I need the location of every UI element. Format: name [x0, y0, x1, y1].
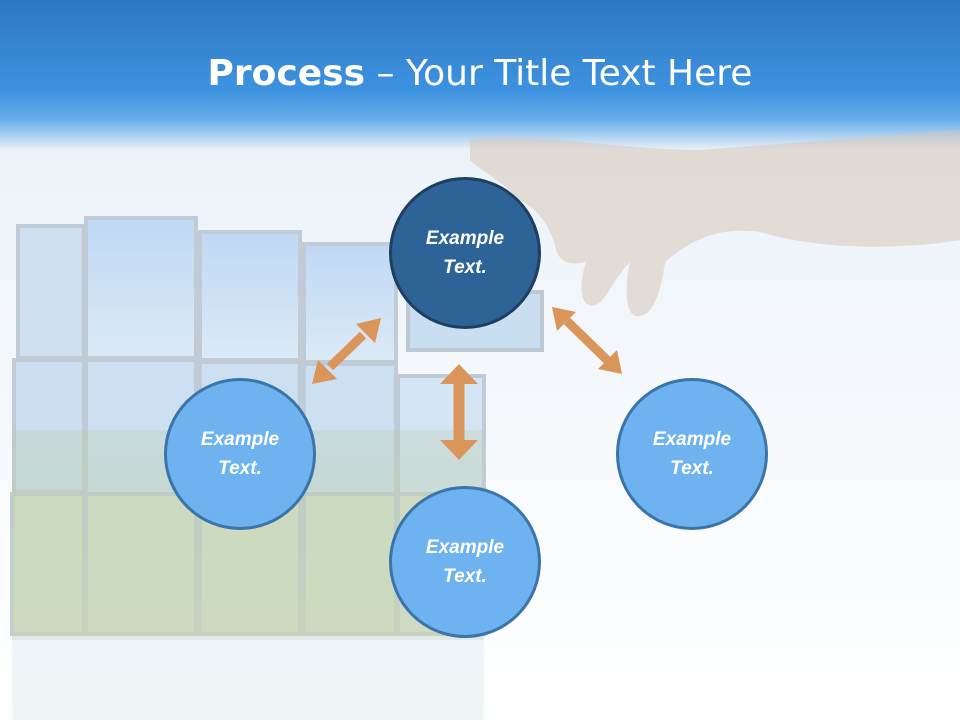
page-title: Process – Your Title Text Here	[0, 50, 960, 98]
process-node-top: Example Text.	[389, 177, 541, 329]
node-label: Example Text.	[425, 228, 505, 278]
node-label: Example Text.	[425, 537, 505, 587]
arrow-vertical	[440, 364, 478, 460]
node-label: Example Text.	[200, 429, 280, 479]
title-rest: – Your Title Text Here	[365, 53, 753, 94]
title-bold: Process	[207, 53, 366, 94]
arrow-top-right	[552, 307, 622, 374]
title-banner	[0, 0, 960, 150]
process-node-bottom: Example Text.	[389, 486, 541, 638]
process-node-right: Example Text.	[616, 378, 768, 530]
node-label: Example Text.	[652, 429, 732, 479]
arrow-top-left	[312, 318, 381, 384]
process-node-left: Example Text.	[164, 378, 316, 530]
